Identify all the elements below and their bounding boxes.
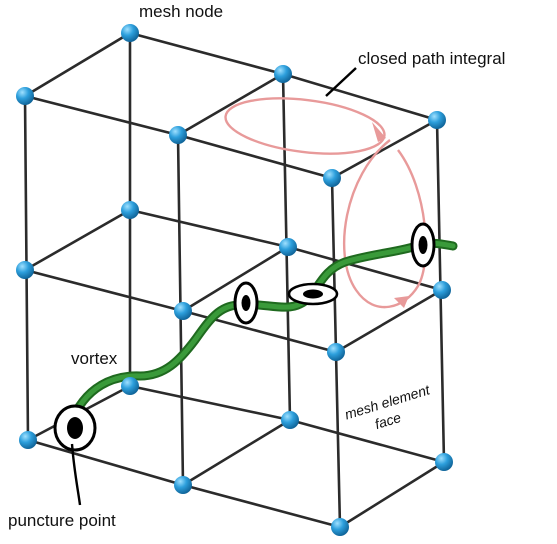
mesh-element-face-label: mesh element face [343,381,433,432]
sphere-node-icon [435,453,453,471]
puncture-point-icon [287,282,339,306]
sphere-node-icon [121,201,139,219]
top-face-loop [224,97,386,155]
sphere-node-icon [169,126,187,144]
puncture-point-label: puncture point [8,511,116,530]
sphere-node-icon [433,281,451,299]
closed-path-leader [325,67,357,97]
sphere-node-icon [274,65,292,83]
puncture-points [53,222,436,452]
circular-arrow-icon [372,122,386,142]
side-face-loop [343,139,427,309]
puncture-point-icon [233,281,259,325]
vortex-line [65,238,458,430]
vortex-label: vortex [71,349,118,368]
sphere-node-icon [331,518,349,536]
sphere-node-icon [279,238,297,256]
puncture-point-leader [70,443,82,506]
closed-path-integral-label: closed path integral [358,49,505,68]
sphere-node-icon [327,343,345,361]
sphere-node-icon [16,87,34,105]
sphere-node-icon [19,431,37,449]
sphere-node-icon [121,24,139,42]
leader-lines [70,67,357,506]
sphere-node-icon [121,377,139,395]
puncture-point-icon [53,404,97,452]
sphere-node-icon [281,411,299,429]
circular-arrow-icon [394,296,409,308]
sphere-node-icon [323,169,341,187]
mesh-node-label: mesh node [139,2,223,21]
sphere-node-icon [174,302,192,320]
sphere-node-icon [174,476,192,494]
mesh-nodes [16,24,453,536]
sphere-node-icon [16,261,34,279]
closed-path-loops [224,97,427,309]
sphere-node-icon [428,111,446,129]
puncture-point-icon [410,222,436,268]
mesh-element-face-line2: face [373,409,403,432]
